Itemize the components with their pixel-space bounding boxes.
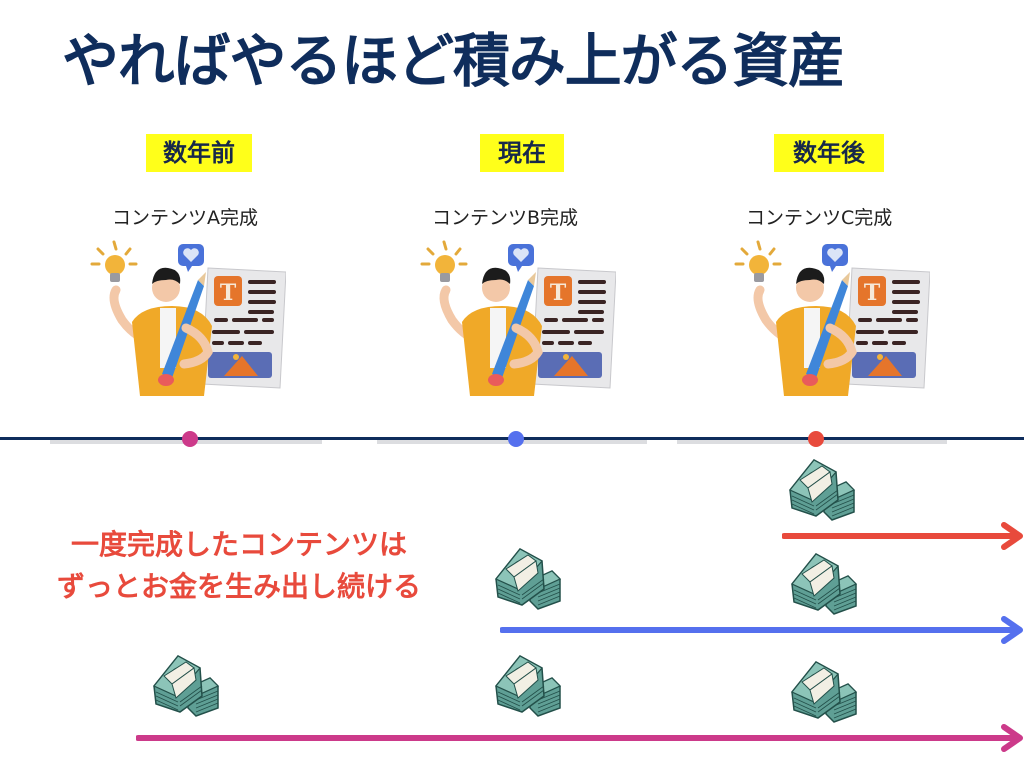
key-message: 一度完成したコンテンツは ずっとお金を生み出し続ける (24, 524, 454, 608)
timeline-marker-a (182, 431, 198, 447)
money-stack-icon (786, 658, 860, 724)
money-stack-icon (148, 652, 222, 718)
creator-illustration-b (416, 240, 616, 400)
income-arrow-c (782, 522, 1023, 550)
content-b-caption: コンテンツB完成 (432, 207, 579, 229)
period-label-future: 数年後 (774, 134, 884, 172)
timeline-marker-b (508, 431, 524, 447)
money-stack-icon (784, 456, 858, 522)
key-message-line-2: ずっとお金を生み出し続ける (56, 570, 421, 603)
content-c-caption: コンテンツC完成 (746, 207, 893, 229)
creator-illustration-a (86, 240, 286, 400)
money-stack-icon (490, 652, 564, 718)
income-arrow-b (500, 616, 1023, 644)
key-message-line-1: 一度完成したコンテンツは (70, 528, 407, 561)
money-stack-icon (786, 550, 860, 616)
income-arrow-a (136, 724, 1023, 752)
period-label-present: 現在 (480, 134, 564, 172)
slide-title: やればやるほど積み上がる資産 (62, 27, 845, 95)
period-label-past: 数年前 (146, 134, 252, 172)
timeline-marker-c (808, 431, 824, 447)
content-a-caption: コンテンツA完成 (112, 207, 258, 229)
money-stack-icon (490, 545, 564, 611)
creator-illustration-c (730, 240, 930, 400)
